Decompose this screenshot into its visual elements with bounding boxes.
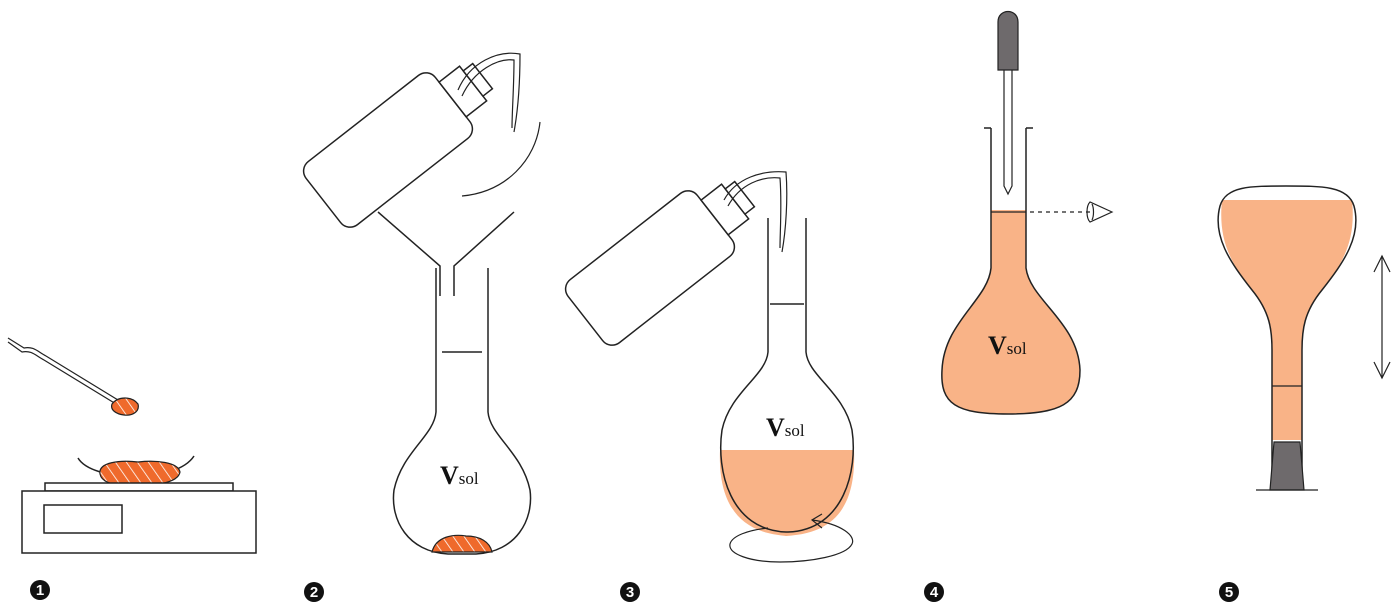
svg-text:5: 5 — [1225, 584, 1233, 601]
svg-text:4: 4 — [930, 584, 939, 601]
wash-bottle — [564, 180, 756, 346]
volume-label: Vsol — [988, 331, 1027, 360]
eye-icon — [1086, 201, 1114, 223]
balance-pan — [44, 482, 234, 492]
water-stream — [461, 121, 541, 197]
volumetric-flask — [1217, 185, 1357, 488]
swirl-arrow — [729, 519, 854, 563]
swirl-arrowhead — [810, 513, 823, 529]
funnel — [377, 211, 515, 296]
step-badge-2: 2 — [304, 582, 324, 602]
volume-label: Vsol — [766, 413, 805, 442]
step-badge-3: 3 — [620, 582, 640, 602]
volumetric-flask — [719, 218, 855, 533]
step-badge-4: 4 — [924, 582, 944, 602]
sample-in-flask — [431, 534, 493, 553]
volumetric-flask — [392, 268, 532, 555]
spatula-handle-lower — [7, 341, 117, 405]
step-5-homogenize — [1217, 185, 1391, 491]
svg-text:1: 1 — [36, 582, 44, 599]
pipette-tube — [1003, 70, 1013, 196]
step-1-weighing — [7, 337, 257, 554]
solution-fill — [719, 450, 855, 536]
balance-body — [21, 490, 257, 554]
solution-fill — [1221, 200, 1353, 440]
spatula-handle — [7, 337, 119, 401]
step-3-dissolve: Vsol — [564, 171, 855, 563]
step-badge-5: 5 — [1219, 582, 1239, 602]
wash-bottle-nozzle — [723, 171, 788, 253]
pipette-bulb — [997, 10, 1019, 71]
solution-fill — [941, 210, 1080, 414]
balance-display — [43, 504, 123, 534]
up-down-arrow-icon — [1373, 254, 1391, 380]
spatula-sample — [111, 397, 139, 416]
volumetric-flask — [941, 128, 1081, 415]
wash-bottle-nozzle — [457, 52, 521, 133]
weighed-sample — [99, 460, 181, 486]
stopper — [1269, 441, 1305, 491]
svg-text:3: 3 — [626, 584, 634, 601]
svg-text:2: 2 — [310, 584, 318, 601]
step-2-transfer: Vsol — [302, 52, 541, 555]
volume-label: Vsol — [440, 461, 479, 490]
step-4-adjust: Vsol — [941, 10, 1114, 415]
wash-bottle — [302, 62, 494, 228]
step-badge-1: 1 — [30, 580, 50, 600]
